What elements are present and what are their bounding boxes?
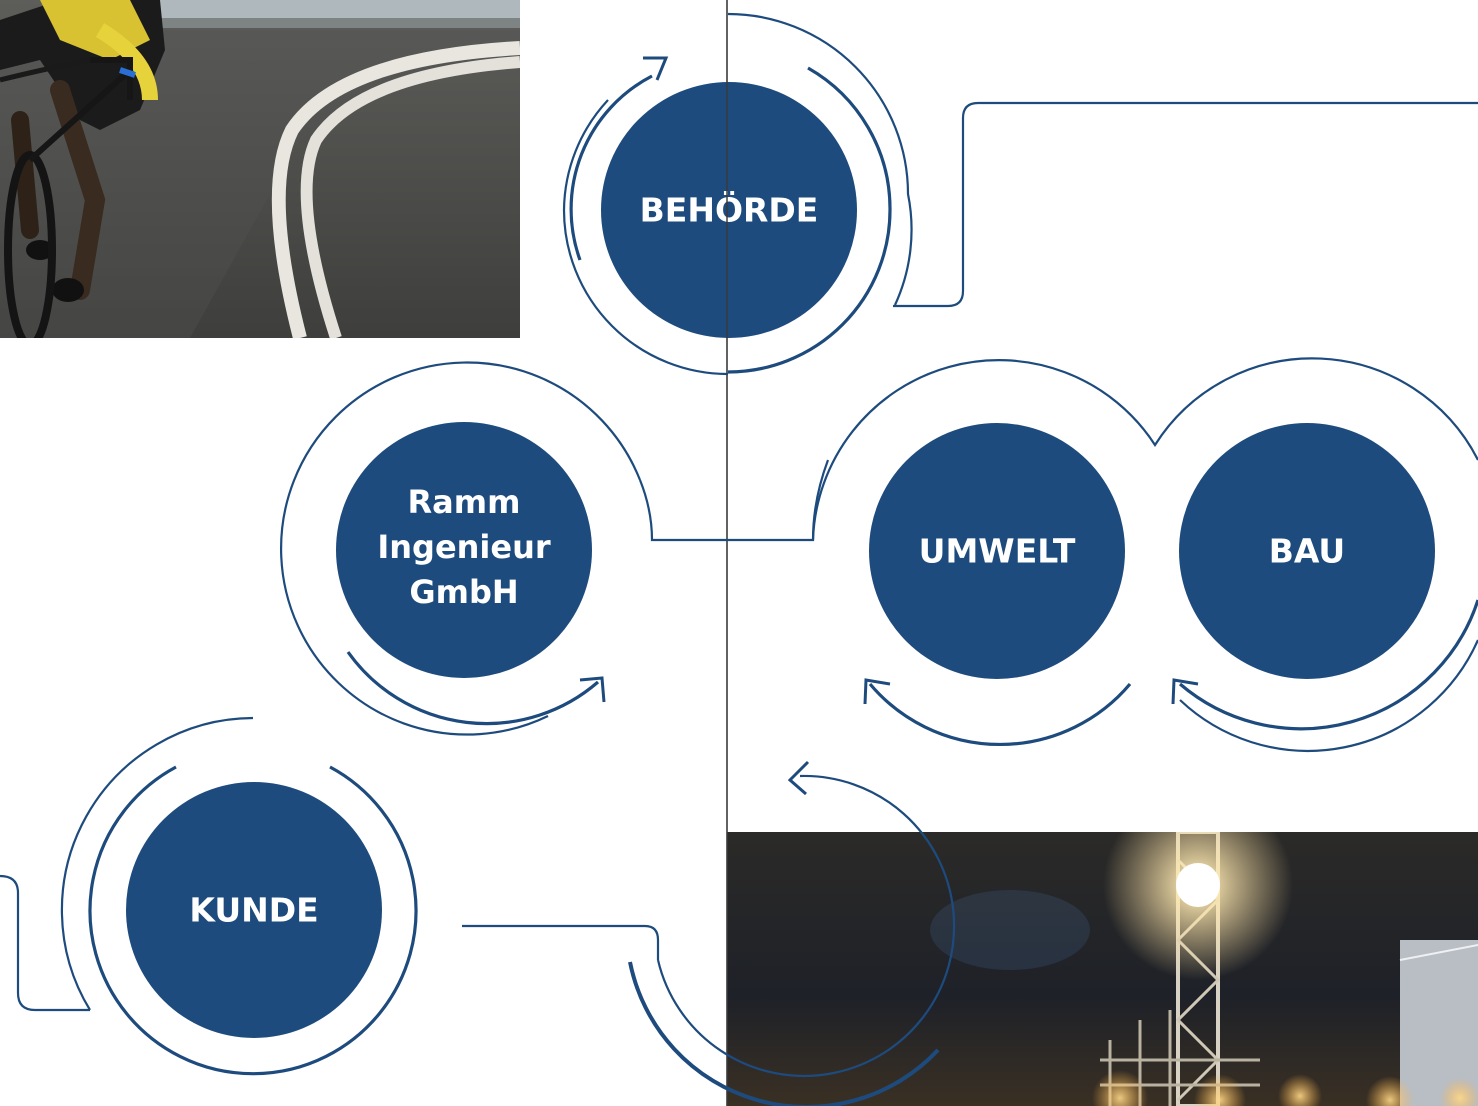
- connector-kunde-bottom: [462, 924, 660, 960]
- ramm-circle: [336, 422, 592, 678]
- umwelt-label: UMWELT: [919, 532, 1076, 571]
- node-umwelt: UMWELT: [869, 423, 1125, 679]
- ramm-label-line-3: GmbH: [409, 573, 518, 611]
- node-ramm: Ramm Ingenieur GmbH: [336, 422, 592, 678]
- behoerde-label: BEHÖRDE: [640, 190, 819, 230]
- kunde-rings: [60, 716, 418, 1076]
- kunde-circle: [126, 782, 382, 1038]
- node-bau: BAU: [1179, 423, 1435, 679]
- cyclist-photo: [0, 0, 520, 338]
- bottom-loop-arrows: [628, 760, 956, 1106]
- node-kunde: KUNDE: [126, 782, 382, 1038]
- bau-label: BAU: [1269, 532, 1345, 571]
- kunde-label: KUNDE: [189, 891, 318, 930]
- bau-circle: [1179, 423, 1435, 679]
- behoerde-rings: [562, 12, 913, 376]
- umwelt-bau-rings: [811, 357, 1478, 752]
- ramm-rings: [280, 361, 642, 736]
- ramm-label-line-1: Ramm: [408, 483, 521, 521]
- umwelt-circle: [869, 423, 1125, 679]
- connector-behoerde-right: [893, 101, 1478, 308]
- construction-photo: [727, 832, 1478, 1106]
- node-behoerde: BEHÖRDE: [601, 82, 857, 338]
- connector-kunde-left: [0, 874, 90, 1012]
- connector-ramm-umwelt: [638, 459, 830, 542]
- behoerde-circle: [601, 82, 857, 338]
- ramm-label-line-2: Ingenieur: [377, 528, 551, 566]
